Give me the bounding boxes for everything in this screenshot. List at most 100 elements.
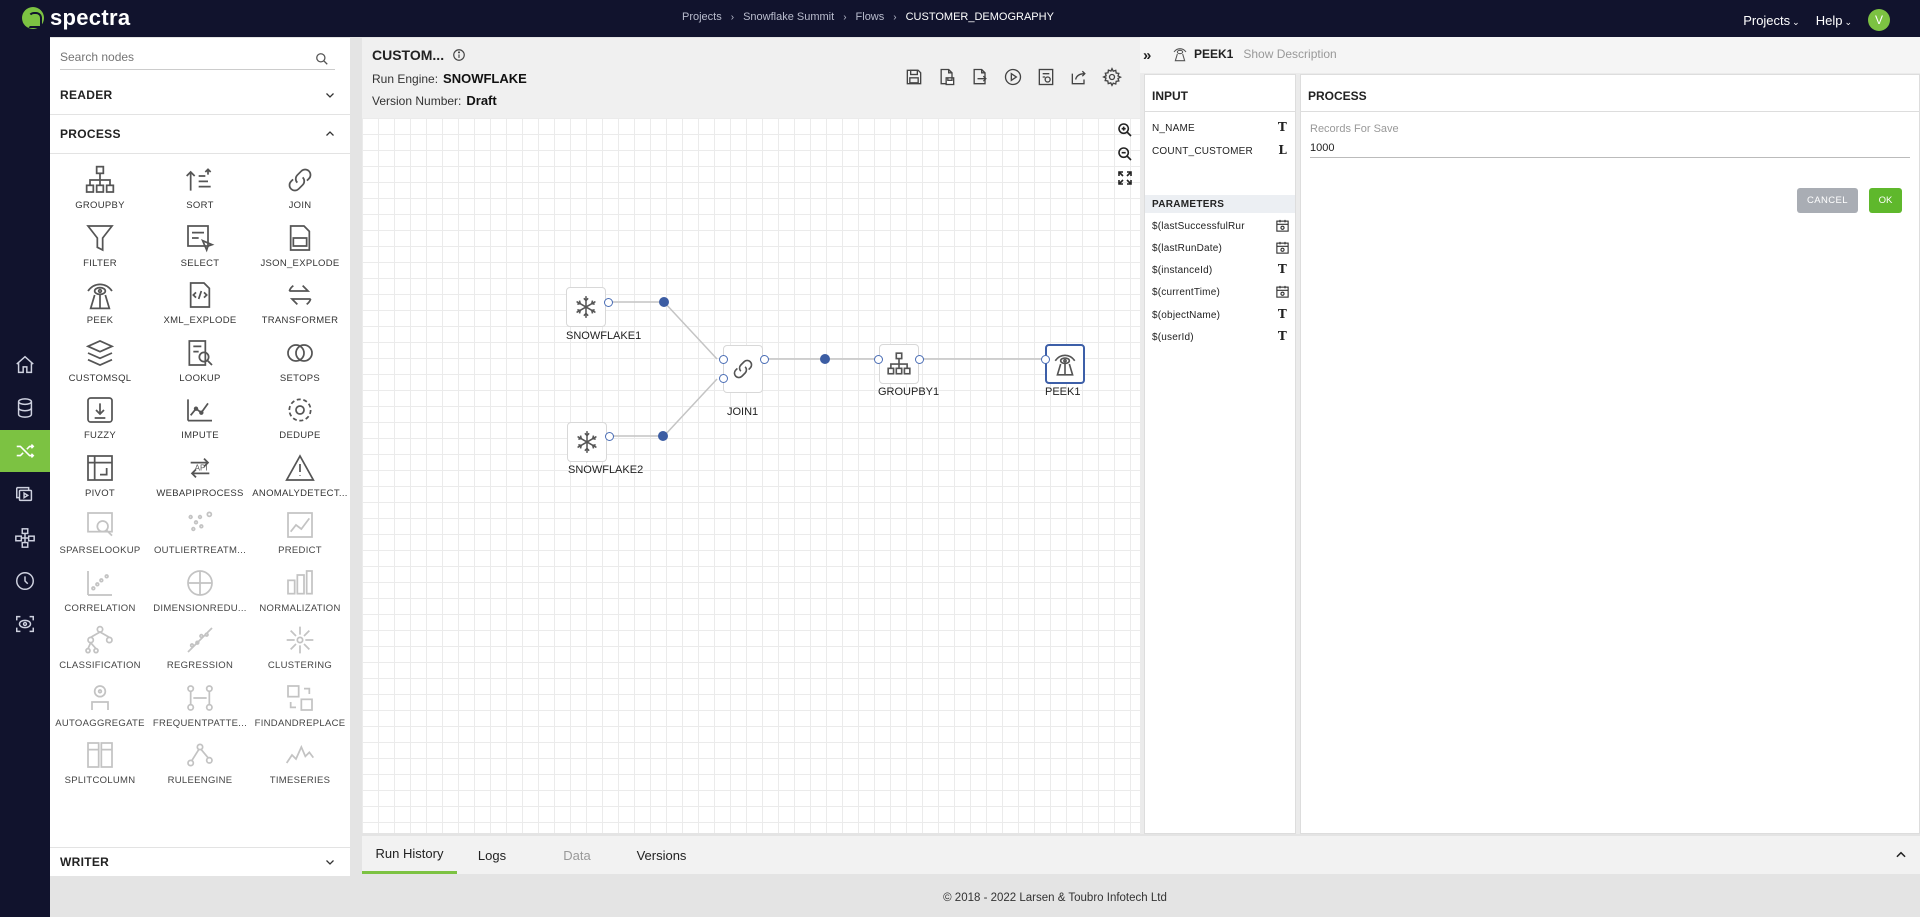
node-tile-frequentpatte[interactable]: FREQUENTPATTE... bbox=[150, 680, 250, 736]
input-port[interactable] bbox=[719, 374, 728, 383]
node-tile-splitcolumn[interactable]: SPLITCOLUMN bbox=[50, 737, 150, 793]
node-tile-peek[interactable]: PEEK bbox=[50, 277, 150, 333]
node-tile-lookup[interactable]: LOOKUP bbox=[150, 335, 250, 391]
anomaly-icon bbox=[282, 450, 318, 486]
rail-monitor[interactable] bbox=[0, 603, 50, 645]
process-section-header[interactable]: PROCESS bbox=[50, 119, 350, 149]
flow-node-snowflake1[interactable] bbox=[566, 287, 606, 327]
output-port[interactable] bbox=[605, 432, 614, 441]
node-tile-timeseries[interactable]: TIMESERIES bbox=[250, 737, 350, 793]
breadcrumb-project[interactable]: Snowflake Summit bbox=[743, 11, 835, 23]
spectra-logo[interactable]: spectra bbox=[22, 5, 130, 31]
node-tile-anomalydetect[interactable]: ANOMALYDETECT... bbox=[250, 450, 350, 506]
records-for-save-input[interactable]: 1000 bbox=[1310, 138, 1910, 158]
flow-node-join1[interactable] bbox=[723, 345, 763, 393]
export-button[interactable] bbox=[968, 66, 992, 88]
fit-screen-icon[interactable] bbox=[1117, 170, 1133, 186]
rail-history[interactable] bbox=[0, 560, 50, 602]
node-tile-predict[interactable]: PREDICT bbox=[250, 507, 350, 563]
tab-versions[interactable]: Versions bbox=[636, 847, 687, 863]
node-tile-classification[interactable]: CLASSIFICATION bbox=[50, 622, 150, 678]
save-as-button[interactable] bbox=[935, 66, 959, 88]
input-field-row[interactable]: N_NAME T bbox=[1145, 117, 1295, 139]
tab-logs[interactable]: Logs bbox=[477, 847, 507, 863]
settings-button[interactable] bbox=[1100, 66, 1124, 88]
parameter-row[interactable]: $(lastRunDate) bbox=[1145, 237, 1295, 259]
rail-pipeline[interactable] bbox=[0, 473, 50, 515]
input-field-row[interactable]: COUNT_CUSTOMER L bbox=[1145, 140, 1295, 162]
node-tile-regression[interactable]: REGRESSION bbox=[150, 622, 250, 678]
parameter-row[interactable]: $(instanceId) T bbox=[1145, 259, 1295, 281]
help-menu[interactable]: Help⌄ bbox=[1816, 13, 1852, 28]
node-tile-pivot[interactable]: PIVOT bbox=[50, 450, 150, 506]
reader-section-header[interactable]: READER bbox=[50, 80, 350, 110]
zoom-out-icon[interactable] bbox=[1117, 146, 1133, 162]
breadcrumb-flows[interactable]: Flows bbox=[855, 11, 885, 23]
breadcrumb-projects[interactable]: Projects bbox=[682, 11, 722, 23]
node-tile-setops[interactable]: SETOPS bbox=[250, 335, 350, 391]
show-description-link[interactable]: Show Description bbox=[1243, 47, 1337, 61]
parameter-row[interactable]: $(lastSuccessfulRur bbox=[1145, 215, 1295, 237]
output-port[interactable] bbox=[604, 298, 613, 307]
edge-handle[interactable] bbox=[659, 297, 669, 307]
flow-node-groupby1[interactable] bbox=[879, 344, 919, 384]
rail-home[interactable] bbox=[0, 344, 50, 386]
node-tile-json-explode[interactable]: JSON_EXPLODE bbox=[250, 220, 350, 276]
node-tile-dedupe[interactable]: DEDUPE bbox=[250, 392, 350, 448]
rail-database[interactable] bbox=[0, 387, 50, 429]
chevron-up-icon[interactable] bbox=[1894, 848, 1908, 862]
node-tile-sort[interactable]: SORT bbox=[150, 162, 250, 218]
zoom-in-icon[interactable] bbox=[1117, 122, 1133, 138]
node-tile-findandreplace[interactable]: FINDANDREPLACE bbox=[250, 680, 350, 736]
rail-network[interactable] bbox=[0, 517, 50, 559]
tab-run-history[interactable]: Run History bbox=[362, 836, 457, 874]
info-icon[interactable] bbox=[452, 48, 466, 62]
flow-node-peek1[interactable] bbox=[1045, 344, 1085, 384]
rail-flows[interactable] bbox=[0, 430, 50, 472]
collapse-panel-icon[interactable]: » bbox=[1143, 47, 1152, 64]
cancel-button[interactable]: CANCEL bbox=[1797, 188, 1858, 213]
node-tile-filter[interactable]: FILTER bbox=[50, 220, 150, 276]
edge-handle[interactable] bbox=[820, 354, 830, 364]
node-tile-groupby[interactable]: GROUPBY bbox=[50, 162, 150, 218]
ok-button[interactable]: OK bbox=[1869, 188, 1902, 213]
output-port[interactable] bbox=[760, 355, 769, 364]
connection-lines bbox=[608, 301, 1045, 437]
node-tile-select[interactable]: SELECT bbox=[150, 220, 250, 276]
node-tile-correlation[interactable]: CORRELATION bbox=[50, 565, 150, 621]
output-port[interactable] bbox=[915, 355, 924, 364]
search-input[interactable] bbox=[60, 46, 310, 64]
projects-menu[interactable]: Projects⌄ bbox=[1743, 13, 1800, 28]
avatar[interactable]: V bbox=[1868, 9, 1890, 31]
save-button[interactable] bbox=[902, 66, 926, 88]
share-button[interactable] bbox=[1067, 66, 1091, 88]
schedule-button[interactable] bbox=[1034, 66, 1058, 88]
node-tile-sparselookup[interactable]: SPARSELOOKUP bbox=[50, 507, 150, 563]
search-icon[interactable] bbox=[315, 52, 329, 66]
parameter-row[interactable]: $(userId) T bbox=[1145, 326, 1295, 348]
config-node-name[interactable]: PEEK1 bbox=[1194, 47, 1234, 61]
edge-handle[interactable] bbox=[658, 431, 668, 441]
flow-node-snowflake2[interactable] bbox=[567, 422, 607, 462]
node-tile-join[interactable]: JOIN bbox=[250, 162, 350, 218]
node-tile-clustering[interactable]: CLUSTERING bbox=[250, 622, 350, 678]
node-tile-ruleengine[interactable]: RULEENGINE bbox=[150, 737, 250, 793]
parameter-row[interactable]: $(objectName) T bbox=[1145, 304, 1295, 326]
input-port[interactable] bbox=[874, 355, 883, 364]
node-tile-xml-explode[interactable]: XML_EXPLODE bbox=[150, 277, 250, 333]
node-tile-impute[interactable]: IMPUTE bbox=[150, 392, 250, 448]
node-tile-normalization[interactable]: NORMALIZATION bbox=[250, 565, 350, 621]
flow-canvas[interactable]: SNOWFLAKE1 SNOWFLAKE2 JOIN1 GROUPBY1 PEE… bbox=[362, 118, 1140, 833]
writer-section-header[interactable]: WRITER bbox=[50, 847, 350, 877]
node-tile-transformer[interactable]: TRANSFORMER bbox=[250, 277, 350, 333]
parameter-row[interactable]: $(currentTime) bbox=[1145, 281, 1295, 303]
node-tile-autoaggregate[interactable]: AUTOAGGREGATE bbox=[50, 680, 150, 736]
node-tile-fuzzy[interactable]: FUZZY bbox=[50, 392, 150, 448]
node-tile-outliertreatm[interactable]: OUTLIERTREATM... bbox=[150, 507, 250, 563]
run-button[interactable] bbox=[1001, 66, 1025, 88]
node-tile-dimensionredu[interactable]: DIMENSIONREDU... bbox=[150, 565, 250, 621]
node-tile-customsql[interactable]: CUSTOMSQL bbox=[50, 335, 150, 391]
input-port[interactable] bbox=[1041, 355, 1050, 364]
input-port[interactable] bbox=[719, 355, 728, 364]
